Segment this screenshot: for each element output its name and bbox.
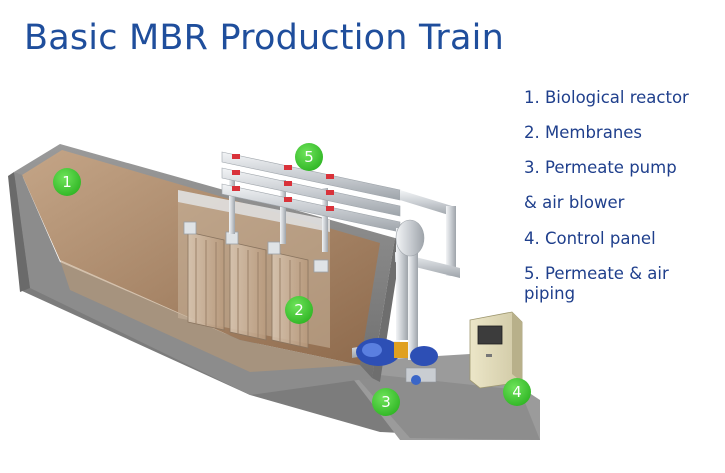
marker-1-label: 1 xyxy=(62,173,72,191)
legend-item-membranes: 2. Membranes xyxy=(524,123,643,142)
membrane-module xyxy=(229,241,267,341)
legend-item-control-panel: 4. Control panel xyxy=(524,229,656,248)
marker-2-label: 2 xyxy=(294,301,304,319)
marker-3-label: 3 xyxy=(381,393,391,411)
legend-item-air-blower: & air blower xyxy=(524,193,625,212)
marker-4: 4 xyxy=(503,378,531,406)
marker-2: 2 xyxy=(285,296,313,324)
membrane-module xyxy=(187,231,225,331)
marker-5: 5 xyxy=(295,143,323,171)
control-panel xyxy=(469,311,523,389)
marker-5-label: 5 xyxy=(304,148,314,166)
legend-item-biological-reactor: 1. Biological reactor xyxy=(524,88,689,107)
marker-1: 1 xyxy=(53,168,81,196)
legend-item-permeate-pump: 3. Permeate pump xyxy=(524,158,677,177)
legend-item-piping: 5. Permeate & air piping xyxy=(524,264,669,303)
marker-4-label: 4 xyxy=(512,383,522,401)
marker-3: 3 xyxy=(372,388,400,416)
permeate-pump-and-blower xyxy=(356,338,438,385)
page-title: Basic MBR Production Train xyxy=(24,18,504,58)
